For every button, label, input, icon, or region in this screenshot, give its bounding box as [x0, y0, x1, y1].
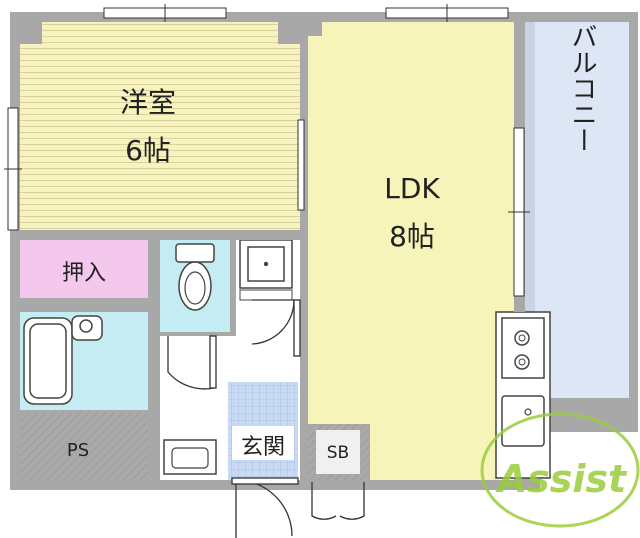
shoe-box-name: SB [327, 443, 349, 463]
watermark: Assist [480, 412, 640, 528]
toilet-room [160, 240, 230, 332]
washing-machine-icon [239, 239, 293, 301]
watermark-text: Assist [495, 457, 628, 501]
entrance-name: 玄関 [241, 435, 285, 460]
closet-name: 押入 [62, 261, 106, 286]
kitchen-counter [495, 311, 551, 479]
sink-icon [71, 315, 103, 341]
bathroom [20, 312, 159, 410]
pipe-space: PS [20, 412, 150, 480]
western-room-size: 6帖 [125, 134, 171, 167]
toilet-icon [175, 243, 215, 311]
doors [167, 299, 365, 538]
balcony-name: バルコニー [567, 23, 597, 153]
stove-icon [501, 317, 545, 379]
ldk-room: LDK 8帖 [308, 22, 514, 480]
vanity-icon [163, 439, 217, 475]
ldk-room-size: 8帖 [389, 220, 435, 253]
entrance: 玄関 [228, 382, 298, 480]
western-room-name: 洋室 [120, 86, 176, 119]
ldk-room-name: LDK [384, 172, 440, 205]
pipe-space-name: PS [67, 440, 89, 461]
bathtub-icon [23, 317, 73, 405]
western-room: 洋室 6帖 [20, 22, 300, 230]
shoe-box: SB [306, 424, 370, 480]
closet: 押入 [20, 240, 148, 298]
windows [4, 4, 530, 297]
